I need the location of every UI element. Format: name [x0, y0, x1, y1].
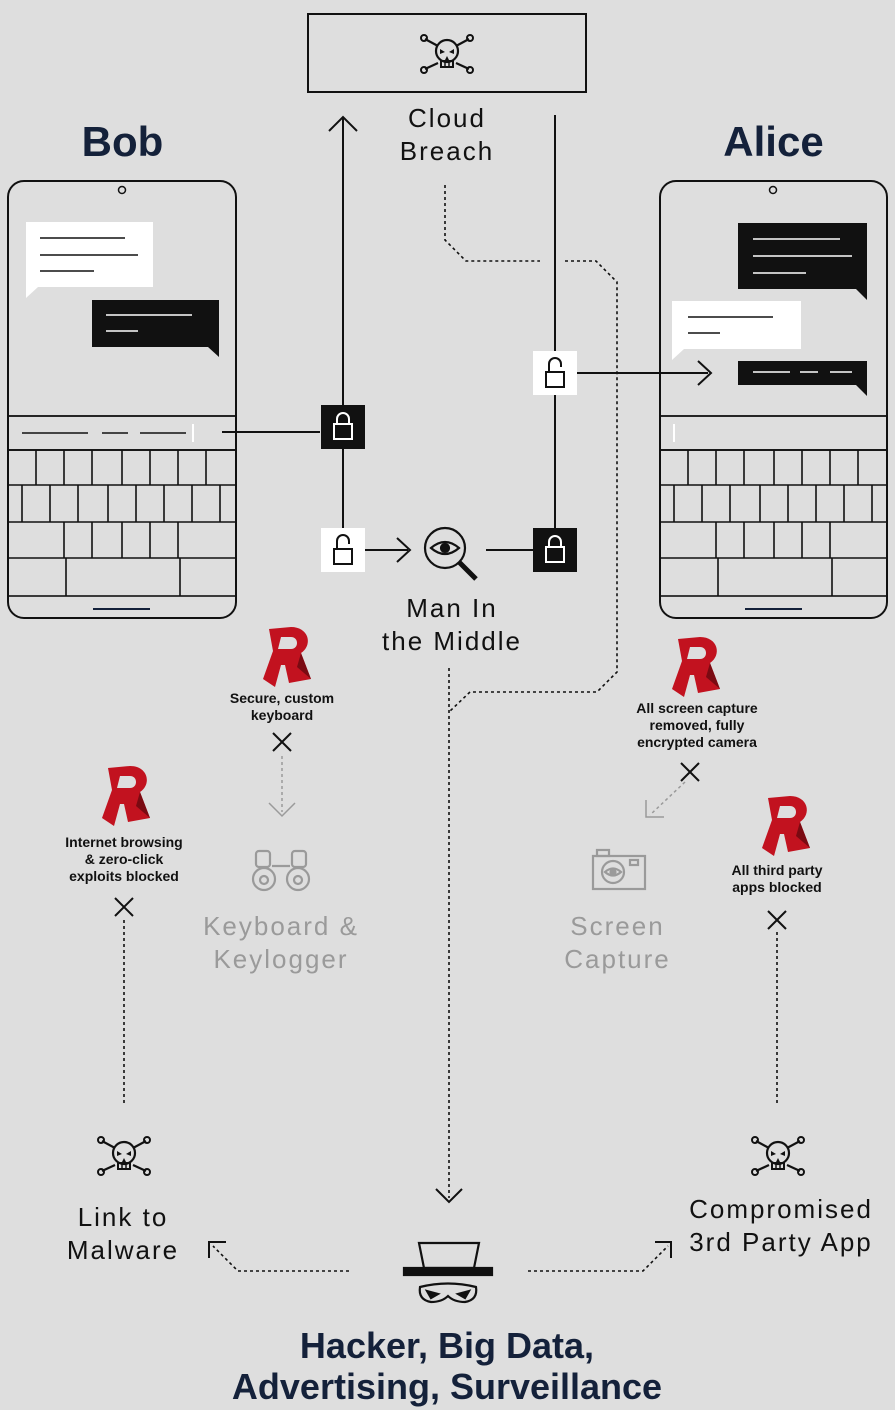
brand-r-logo	[762, 796, 810, 856]
x-block-icon	[680, 762, 700, 782]
user-name-bob: Bob	[81, 118, 164, 165]
x-block-icon	[114, 897, 134, 917]
adversary-title: Hacker, Big Data,Advertising, Surveillan…	[231, 1325, 663, 1407]
sent-bubble	[92, 300, 219, 357]
compose-field	[659, 415, 888, 451]
hacker-hat-mask-icon	[402, 1241, 494, 1304]
received-bubble	[26, 222, 153, 298]
keyboard	[659, 449, 888, 597]
lock-open-icon	[532, 350, 578, 396]
skull-crossbones-icon	[750, 1135, 806, 1177]
brand-r-logo	[263, 627, 311, 687]
lock-closed-icon	[532, 527, 578, 573]
brand-r-logo	[672, 637, 720, 697]
camera-icon	[591, 848, 647, 891]
threat-keylogger: Keyboard &Keylogger	[203, 911, 359, 974]
alice-phone	[659, 180, 888, 619]
received-bubble	[738, 223, 867, 300]
x-block-icon	[767, 910, 787, 930]
user-name-alice: Alice	[723, 118, 824, 165]
skull-crossbones-icon	[96, 1135, 152, 1177]
brand-r-logo	[102, 766, 150, 826]
sent-bubble	[672, 301, 801, 360]
lock-open-icon	[320, 527, 366, 573]
skull-crossbones-icon	[419, 33, 475, 75]
data-leak-paths	[123, 185, 778, 1272]
eye-magnifier-icon	[423, 526, 478, 581]
bob-phone	[7, 180, 237, 619]
encrypted-paths	[222, 115, 713, 563]
blocked-paths	[268, 756, 686, 818]
x-block-icon	[272, 732, 292, 752]
keyboard	[7, 449, 237, 597]
lock-closed-icon	[320, 404, 366, 450]
cloud-server-box	[307, 13, 587, 93]
incoming-message-bubble	[738, 361, 867, 396]
binoculars-icon	[251, 849, 311, 892]
